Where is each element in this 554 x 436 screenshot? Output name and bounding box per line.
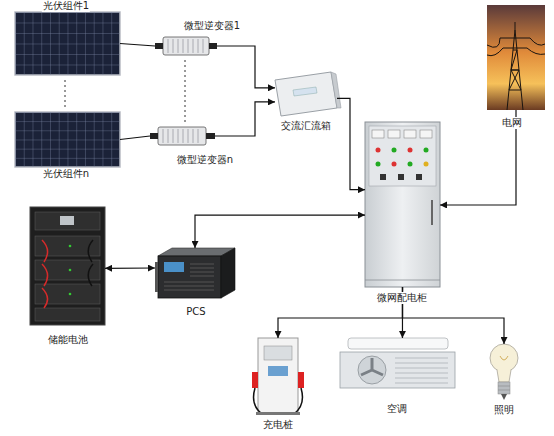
node-label: 微型逆变器n — [176, 154, 234, 166]
micro-inverter — [150, 127, 215, 145]
combiner-node: 交流汇流箱 — [275, 72, 337, 116]
light-bulb — [490, 344, 518, 400]
solar-panel-node: 光伏组件1 — [15, 12, 120, 75]
battery-rack — [30, 207, 105, 325]
node-label: 空调 — [386, 403, 408, 415]
power-grid-photo — [487, 5, 545, 110]
connector-line — [120, 44, 155, 47]
air-conditioner-node: 空调 — [340, 338, 455, 388]
cabinet-node: 微网配电柜 — [365, 122, 440, 287]
battery-node: 储能电池 — [30, 207, 105, 325]
pcs-node: PCS — [155, 248, 235, 298]
connector-line — [337, 98, 365, 189]
connector-line — [105, 267, 155, 269]
micro-inverter — [155, 37, 217, 55]
charger-node: 充电桩 — [252, 338, 304, 415]
lighting-node: 照明 — [490, 344, 518, 400]
node-label: 光伏组件n — [42, 168, 90, 180]
node-label: 电网 — [501, 117, 523, 129]
dotted-continuation — [185, 60, 186, 122]
inverter-node: 微型逆变器1 — [155, 37, 217, 55]
distribution-cabinet — [365, 122, 440, 287]
charging-pile — [252, 338, 304, 415]
inverter-node: 微型逆变器n — [150, 127, 215, 145]
node-label: 充电桩 — [262, 419, 294, 431]
solar-panel — [15, 112, 120, 167]
combiner-box — [275, 72, 341, 116]
dotted-continuation — [65, 80, 66, 108]
node-label: PCS — [185, 306, 206, 318]
node-label: 微型逆变器1 — [183, 20, 241, 32]
connector-line — [195, 215, 365, 248]
air-conditioner — [340, 338, 455, 388]
solar-panel — [15, 12, 120, 75]
connector-line — [217, 46, 275, 88]
node-label: 微网配电柜 — [376, 292, 428, 304]
grid-node: 电网 — [487, 5, 545, 110]
connector-line — [120, 136, 150, 140]
pcs-unit — [155, 248, 235, 298]
connector-line — [215, 102, 275, 136]
node-label: 照明 — [493, 404, 515, 416]
solar-panel-node: 光伏组件n — [15, 112, 120, 167]
node-label: 光伏组件1 — [42, 0, 90, 12]
node-label: 储能电池 — [47, 334, 89, 346]
node-label: 交流汇流箱 — [280, 120, 332, 132]
